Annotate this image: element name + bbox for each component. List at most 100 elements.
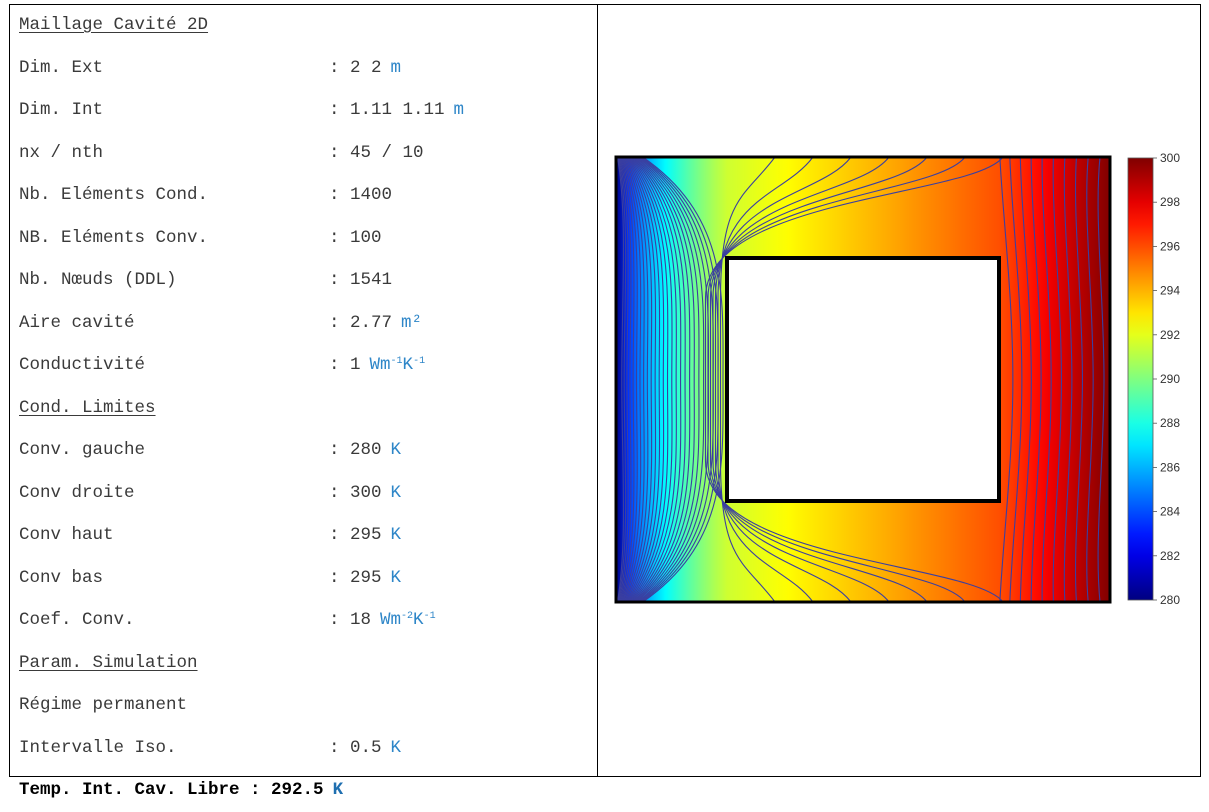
- parameter-value: : 2.77: [329, 312, 393, 333]
- parameter-value: : 295: [329, 567, 382, 588]
- parameter-label: Conv haut: [19, 525, 114, 545]
- column-divider: [597, 4, 598, 777]
- parameter-unit: K: [390, 737, 402, 758]
- parameter-row: Conv bas : 295 K: [19, 557, 589, 600]
- isoline: [622, 157, 645, 602]
- parameter-row: Régime permanent: [19, 684, 589, 727]
- isoline: [709, 157, 928, 602]
- isoline: [631, 157, 682, 602]
- isoline: [1086, 157, 1094, 602]
- parameter-value: : 1.11 1.11: [329, 100, 445, 120]
- section-title: Param. Simulation: [19, 652, 198, 673]
- section-title: Maillage Cavité 2D: [19, 15, 209, 35]
- isoline: [634, 157, 691, 602]
- isoline: [625, 157, 657, 602]
- colorbar: [1127, 157, 1154, 601]
- section-title: Cond. Limites: [19, 397, 156, 418]
- document-frame: [9, 4, 1201, 777]
- parameter-label: Conv. gauche: [19, 440, 146, 460]
- parameter-label: NB. Eléments Conv.: [19, 227, 209, 248]
- parameter-unit: m: [453, 100, 465, 120]
- parameter-value: : 1: [329, 355, 361, 375]
- parameter-label: Temp. Int. Cav. Libre : 292.5: [19, 780, 324, 800]
- isoline: [1074, 157, 1084, 602]
- isoline: [621, 157, 642, 602]
- section-heading: Cond. Limites: [19, 387, 589, 430]
- parameter-row: Temp. Int. Cav. Libre : 292.5 K: [19, 769, 589, 812]
- section-heading: Param. Simulation: [19, 642, 589, 685]
- colorbar-tick-label: 286: [1160, 460, 1180, 474]
- isoline: [619, 157, 635, 602]
- parameter-label: Intervalle Iso.: [19, 737, 177, 758]
- isoline: [714, 157, 852, 602]
- colorbar-tick-label: 290: [1160, 372, 1180, 386]
- parameter-row: Conductivité : 1 Wm-1K-1: [19, 344, 589, 387]
- parameter-row: Dim. Ext : 2 2 m: [19, 47, 589, 90]
- isoline: [626, 157, 661, 602]
- isoline: [704, 157, 1004, 602]
- parameter-label: Conv bas: [19, 567, 104, 588]
- parameter-unit: K: [390, 482, 402, 503]
- parameter-row: Intervalle Iso. : 0.5 K: [19, 727, 589, 770]
- parameter-value: : 295: [329, 525, 382, 545]
- isoline: [637, 157, 705, 602]
- parameter-value: : 2 2: [329, 57, 382, 78]
- isoline: [717, 157, 814, 602]
- isoline: [616, 157, 625, 602]
- parameter-value: : 280: [329, 440, 382, 460]
- outer-boundary: [614, 155, 1112, 604]
- parameter-label: Conv droite: [19, 482, 135, 503]
- isoline: [1019, 157, 1032, 602]
- isoline: [617, 157, 627, 602]
- parameter-unit: K: [390, 567, 402, 588]
- isoline: [1009, 157, 1023, 602]
- parameter-label: Coef. Conv.: [19, 610, 135, 630]
- isoline: [1041, 157, 1052, 602]
- parameter-value: : 0.5: [329, 737, 382, 758]
- isoline: [624, 157, 653, 602]
- isoline: [623, 157, 649, 602]
- parameter-row: Conv haut : 295 K: [19, 514, 589, 557]
- isoline: [1063, 157, 1073, 602]
- isoline: [618, 157, 629, 602]
- isoline: [627, 157, 665, 602]
- parameter-label: Conductivité: [19, 355, 146, 375]
- inner-cavity: [725, 256, 1001, 503]
- isoline: [635, 157, 695, 602]
- isoline: [620, 157, 638, 602]
- parameter-row: NB. Eléments Conv. : 100: [19, 217, 589, 260]
- isoline: [1052, 157, 1062, 602]
- parameter-value: : 100: [329, 227, 382, 248]
- isoline: [1097, 157, 1105, 602]
- parameter-value: : 1541: [329, 270, 393, 290]
- isoline: [630, 157, 677, 602]
- isoline: [628, 157, 669, 602]
- parameter-label: Dim. Ext: [19, 57, 104, 78]
- isoline: [642, 157, 724, 602]
- colorbar-tick-label: 300: [1160, 151, 1180, 165]
- isoline: [629, 157, 673, 602]
- parameter-unit: K: [332, 780, 344, 800]
- isolines: [616, 157, 1105, 602]
- parameter-unit: m: [390, 57, 402, 78]
- parameter-row: Nb. Nœuds (DDL) : 1541: [19, 259, 589, 302]
- parameter-row: Nb. Eléments Cond.: 1400: [19, 174, 589, 217]
- parameter-label: Régime permanent: [19, 695, 188, 715]
- parameter-unit: K: [390, 440, 402, 460]
- colorbar-tick-label: 284: [1160, 505, 1180, 519]
- parameter-unit: Wm-1K-1: [369, 355, 426, 375]
- isoline: [712, 157, 890, 602]
- parameter-unit: K: [390, 525, 402, 545]
- parameter-value: : 45 / 10: [329, 142, 424, 163]
- isoline: [707, 157, 966, 602]
- parameter-value: : 18: [329, 610, 372, 630]
- parameter-label: Nb. Nœuds (DDL): [19, 270, 177, 290]
- parameter-label: Nb. Eléments Cond.: [19, 185, 209, 205]
- isoline: [636, 157, 700, 602]
- parameter-label: Aire cavité: [19, 312, 135, 333]
- isoline: [618, 157, 632, 602]
